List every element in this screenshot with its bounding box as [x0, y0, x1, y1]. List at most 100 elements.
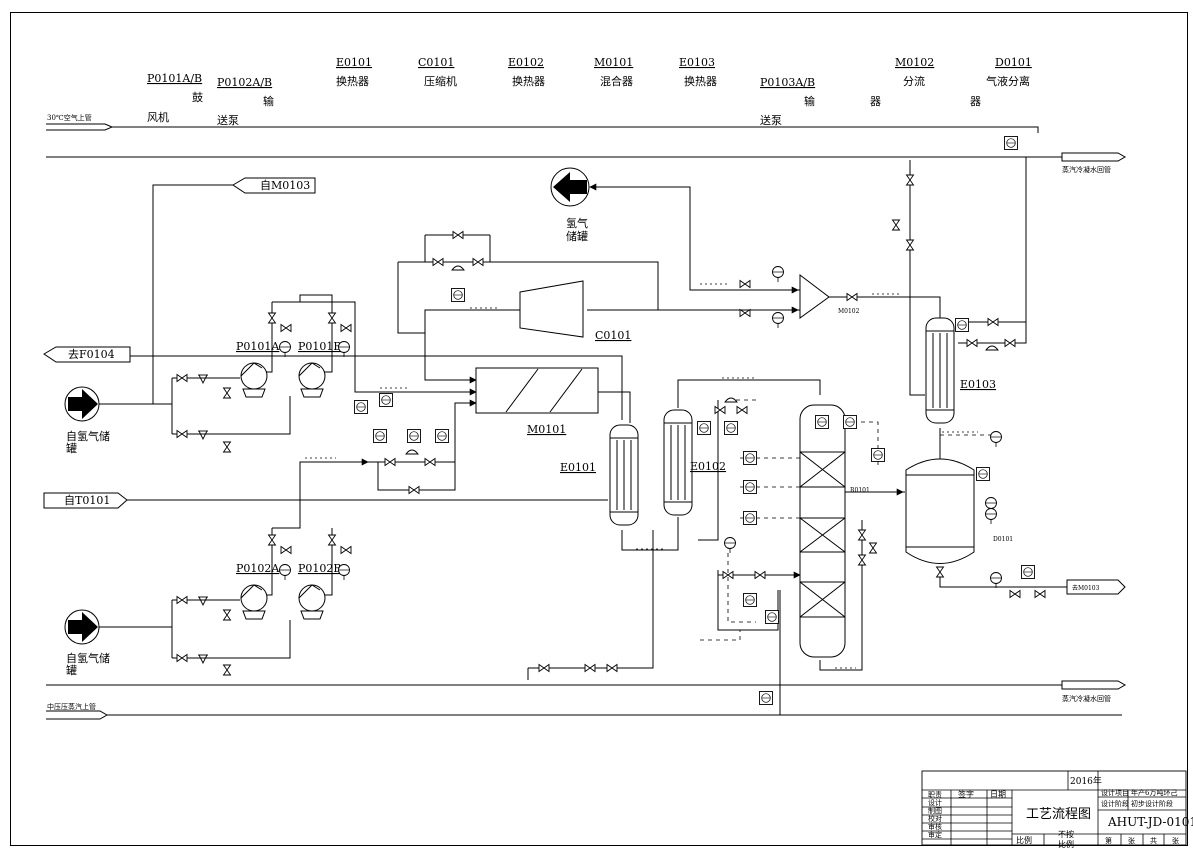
utility-lines [46, 123, 1127, 720]
title-role-4: 审核 [928, 822, 942, 831]
title-bottom-3: 张 [1172, 836, 1179, 845]
pump-p0102b [298, 584, 326, 620]
title-role-2: 制图 [928, 806, 942, 815]
header-tag-e0101: E0101 [336, 56, 372, 69]
header-word-m0102-a: 器 [870, 95, 881, 108]
title-ratio-label: 比例 [1016, 835, 1032, 845]
header-word-p0103-a: 输 [804, 94, 815, 108]
tank-in-1-label-2: 罐 [66, 442, 77, 455]
title-year: 2016年 [1070, 775, 1102, 787]
equipment-list-header: P0101A/B 鼓 风机 P0102A/B 输 送泵 E0101 换热器 C0… [147, 56, 1032, 127]
header-word-e0102: 换热器 [512, 74, 545, 88]
title-main: 工艺流程图 [1026, 807, 1091, 822]
header-word-c0101: 压缩机 [424, 74, 457, 88]
from-m0103-connector [232, 177, 316, 194]
header-word-m0101: 混合器 [600, 74, 633, 88]
header-tag-p0101: P0101A/B [147, 72, 202, 85]
title-stage-value: 初步设计阶段 [1131, 799, 1173, 808]
mixer-m0101 [475, 367, 599, 414]
header-word-p0103-b: 送泵 [760, 113, 782, 127]
title-scale-note: 不按 [1058, 829, 1074, 839]
title-col-date: 日期 [990, 790, 1006, 799]
title-drawing-no: AHUT-JD-0101 [1107, 815, 1193, 829]
title-role-5: 审定 [928, 830, 942, 839]
tag-p0101a: P0101A [236, 340, 280, 353]
title-scale-label: 比例 [1058, 839, 1074, 849]
tag-m0102: M0102 [838, 308, 860, 315]
pipe-condensate-loop [909, 160, 925, 396]
steam-line-label: 中压压蒸汽上管 [47, 702, 96, 711]
pump-p0102a [240, 584, 268, 620]
pipe-e0102-cw [698, 400, 719, 541]
control-valve-actuators [405, 265, 999, 455]
to-m0103-connector [1066, 579, 1126, 595]
title-col-sign: 签字 [958, 789, 974, 799]
drawing-border [10, 12, 1188, 846]
tag-e0102: E0102 [690, 460, 726, 473]
to-f0104-label: 去F0104 [68, 348, 115, 361]
pipe-h2-return [590, 186, 800, 291]
header-tag-m0102: M0102 [895, 56, 934, 69]
title-role-1: 设计 [928, 798, 942, 807]
tank-in-1-label-1: 自氢气储 [66, 429, 110, 443]
tag-p0102b: P0102B [298, 562, 341, 575]
title-project-name: 年产6万吨环己 [1131, 788, 1177, 797]
header-word-m0102-b: 分流 [903, 74, 925, 88]
hydrogen-tank-label-1: 氢气 [566, 216, 588, 230]
title-bottom-1: 张 [1128, 836, 1135, 845]
header-word-p0101-a: 鼓 [192, 90, 203, 104]
compressor-c0101 [519, 280, 584, 338]
title-bottom-0: 第 [1105, 836, 1112, 845]
hydrogen-tank-out-symbol [550, 167, 590, 207]
pump-p0101a [240, 362, 268, 398]
air-line-label: 30℃空气上管 [47, 113, 92, 122]
header-word-e0101: 换热器 [336, 74, 369, 88]
tag-e0101: E0101 [560, 461, 596, 474]
tank-in-2-label-1: 自氢气储 [66, 651, 110, 665]
pipe-splitter-out [828, 296, 941, 318]
tag-d0101: D0101 [993, 536, 1013, 543]
condensate-top-label: 蒸汽冷凝水回管 [1062, 165, 1111, 174]
condensate-bottom-arrow [1061, 680, 1127, 690]
tag-p0101b: P0101B [298, 340, 341, 353]
header-tag-m0101: M0101 [594, 56, 633, 69]
separator-d0101 [905, 458, 975, 564]
pipe-mixer-to-e0101 [598, 391, 631, 423]
header-word-p0102-b: 送泵 [217, 113, 239, 127]
title-project-label: 设计项目 [1101, 788, 1129, 797]
tag-c0101: C0101 [595, 329, 631, 342]
heat-exchanger-e0103 [925, 317, 955, 424]
splitter-m0102 [799, 273, 830, 319]
title-role-0: 职责 [928, 790, 942, 799]
from-t0101-connector [43, 492, 128, 509]
header-word-d0101-b: 气液分离 [986, 74, 1030, 88]
title-bottom-2: 共 [1150, 836, 1157, 845]
header-tag-e0102: E0102 [508, 56, 544, 69]
flow-arrows [340, 183, 904, 579]
header-tag-p0102: P0102A/B [217, 76, 272, 89]
title-role-3: 校对 [928, 814, 942, 823]
header-tag-e0103: E0103 [679, 56, 715, 69]
line-size-dashes [120, 283, 990, 669]
hydrogen-tank-label-2: 储罐 [566, 229, 588, 243]
title-stage-label: 设计阶段 [1101, 799, 1129, 808]
steam-pipe-arrowhead [46, 710, 109, 720]
condensate-bottom-label: 蒸汽冷凝水回管 [1062, 694, 1111, 703]
header-tag-p0103: P0103A/B [760, 76, 815, 89]
header-tag-c0101: C0101 [418, 56, 454, 69]
heat-exchanger-e0102 [663, 409, 693, 516]
air-header-pipe [46, 126, 1039, 133]
tag-p0102a: P0102A [236, 562, 280, 575]
pipe-column-bottom [819, 520, 863, 671]
condensate-top-arrow [1061, 152, 1127, 162]
from-m0103-label: 自M0103 [260, 179, 310, 192]
to-f0104-connector [43, 346, 131, 363]
header-word-d0101-a: 器 [970, 95, 981, 108]
distillation-column [799, 404, 846, 658]
header-word-p0101-b: 风机 [147, 110, 169, 124]
pump-p0101b [298, 362, 326, 398]
tag-m0101: M0101 [527, 423, 566, 436]
tank-in-2-label-2: 罐 [66, 664, 77, 677]
